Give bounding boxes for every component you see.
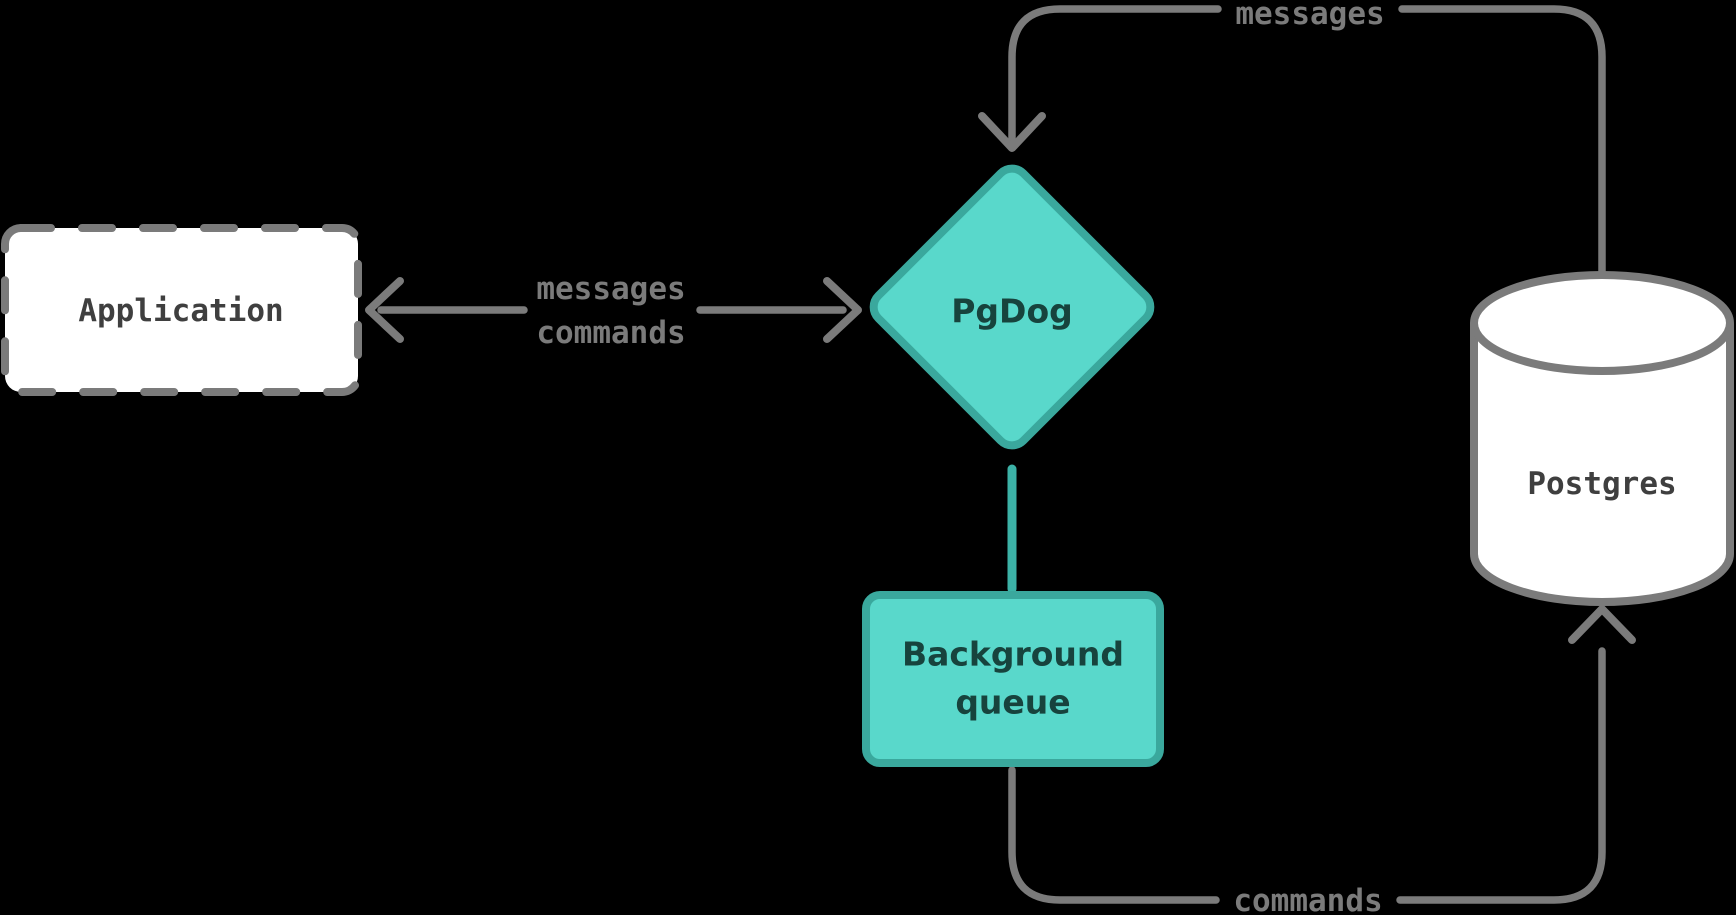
postgres-label: Postgres [1527, 466, 1676, 502]
background-queue-box [862, 591, 1164, 767]
arrowhead-up-icon [1568, 605, 1636, 644]
edge-label-messages-top: messages [1235, 0, 1384, 32]
node-pgdog: PgDog [869, 164, 1155, 450]
postgres-cylinder-top [1470, 271, 1734, 375]
pgdog-diamond [869, 164, 1155, 450]
edge-queue-to-postgres [1008, 766, 1220, 904]
application-box [1, 224, 362, 396]
application-label: Application [78, 293, 283, 329]
pgdog-label: PgDog [951, 292, 1073, 331]
arrowhead-down-icon [978, 112, 1046, 152]
edge-label-messages-middle: messages [536, 271, 685, 307]
edge-postgres-to-pgdog [1398, 5, 1606, 275]
edge-postgres-to-pgdog-continued [1008, 5, 1222, 143]
background-queue-label-line2: queue [955, 683, 1070, 722]
arrowhead-right-icon [823, 277, 862, 343]
edge-label-commands-bottom: commands [1233, 883, 1382, 915]
edge-label-commands-middle: commands [536, 315, 685, 351]
node-postgres: Postgres [1470, 271, 1734, 606]
node-application: Application [1, 224, 362, 396]
arrowhead-left-icon [365, 277, 404, 343]
node-background-queue: Background queue [862, 591, 1164, 767]
edge-queue-to-postgres-continued [1396, 647, 1606, 904]
background-queue-label-line1: Background [902, 635, 1124, 674]
postgres-cylinder-body [1470, 323, 1734, 606]
